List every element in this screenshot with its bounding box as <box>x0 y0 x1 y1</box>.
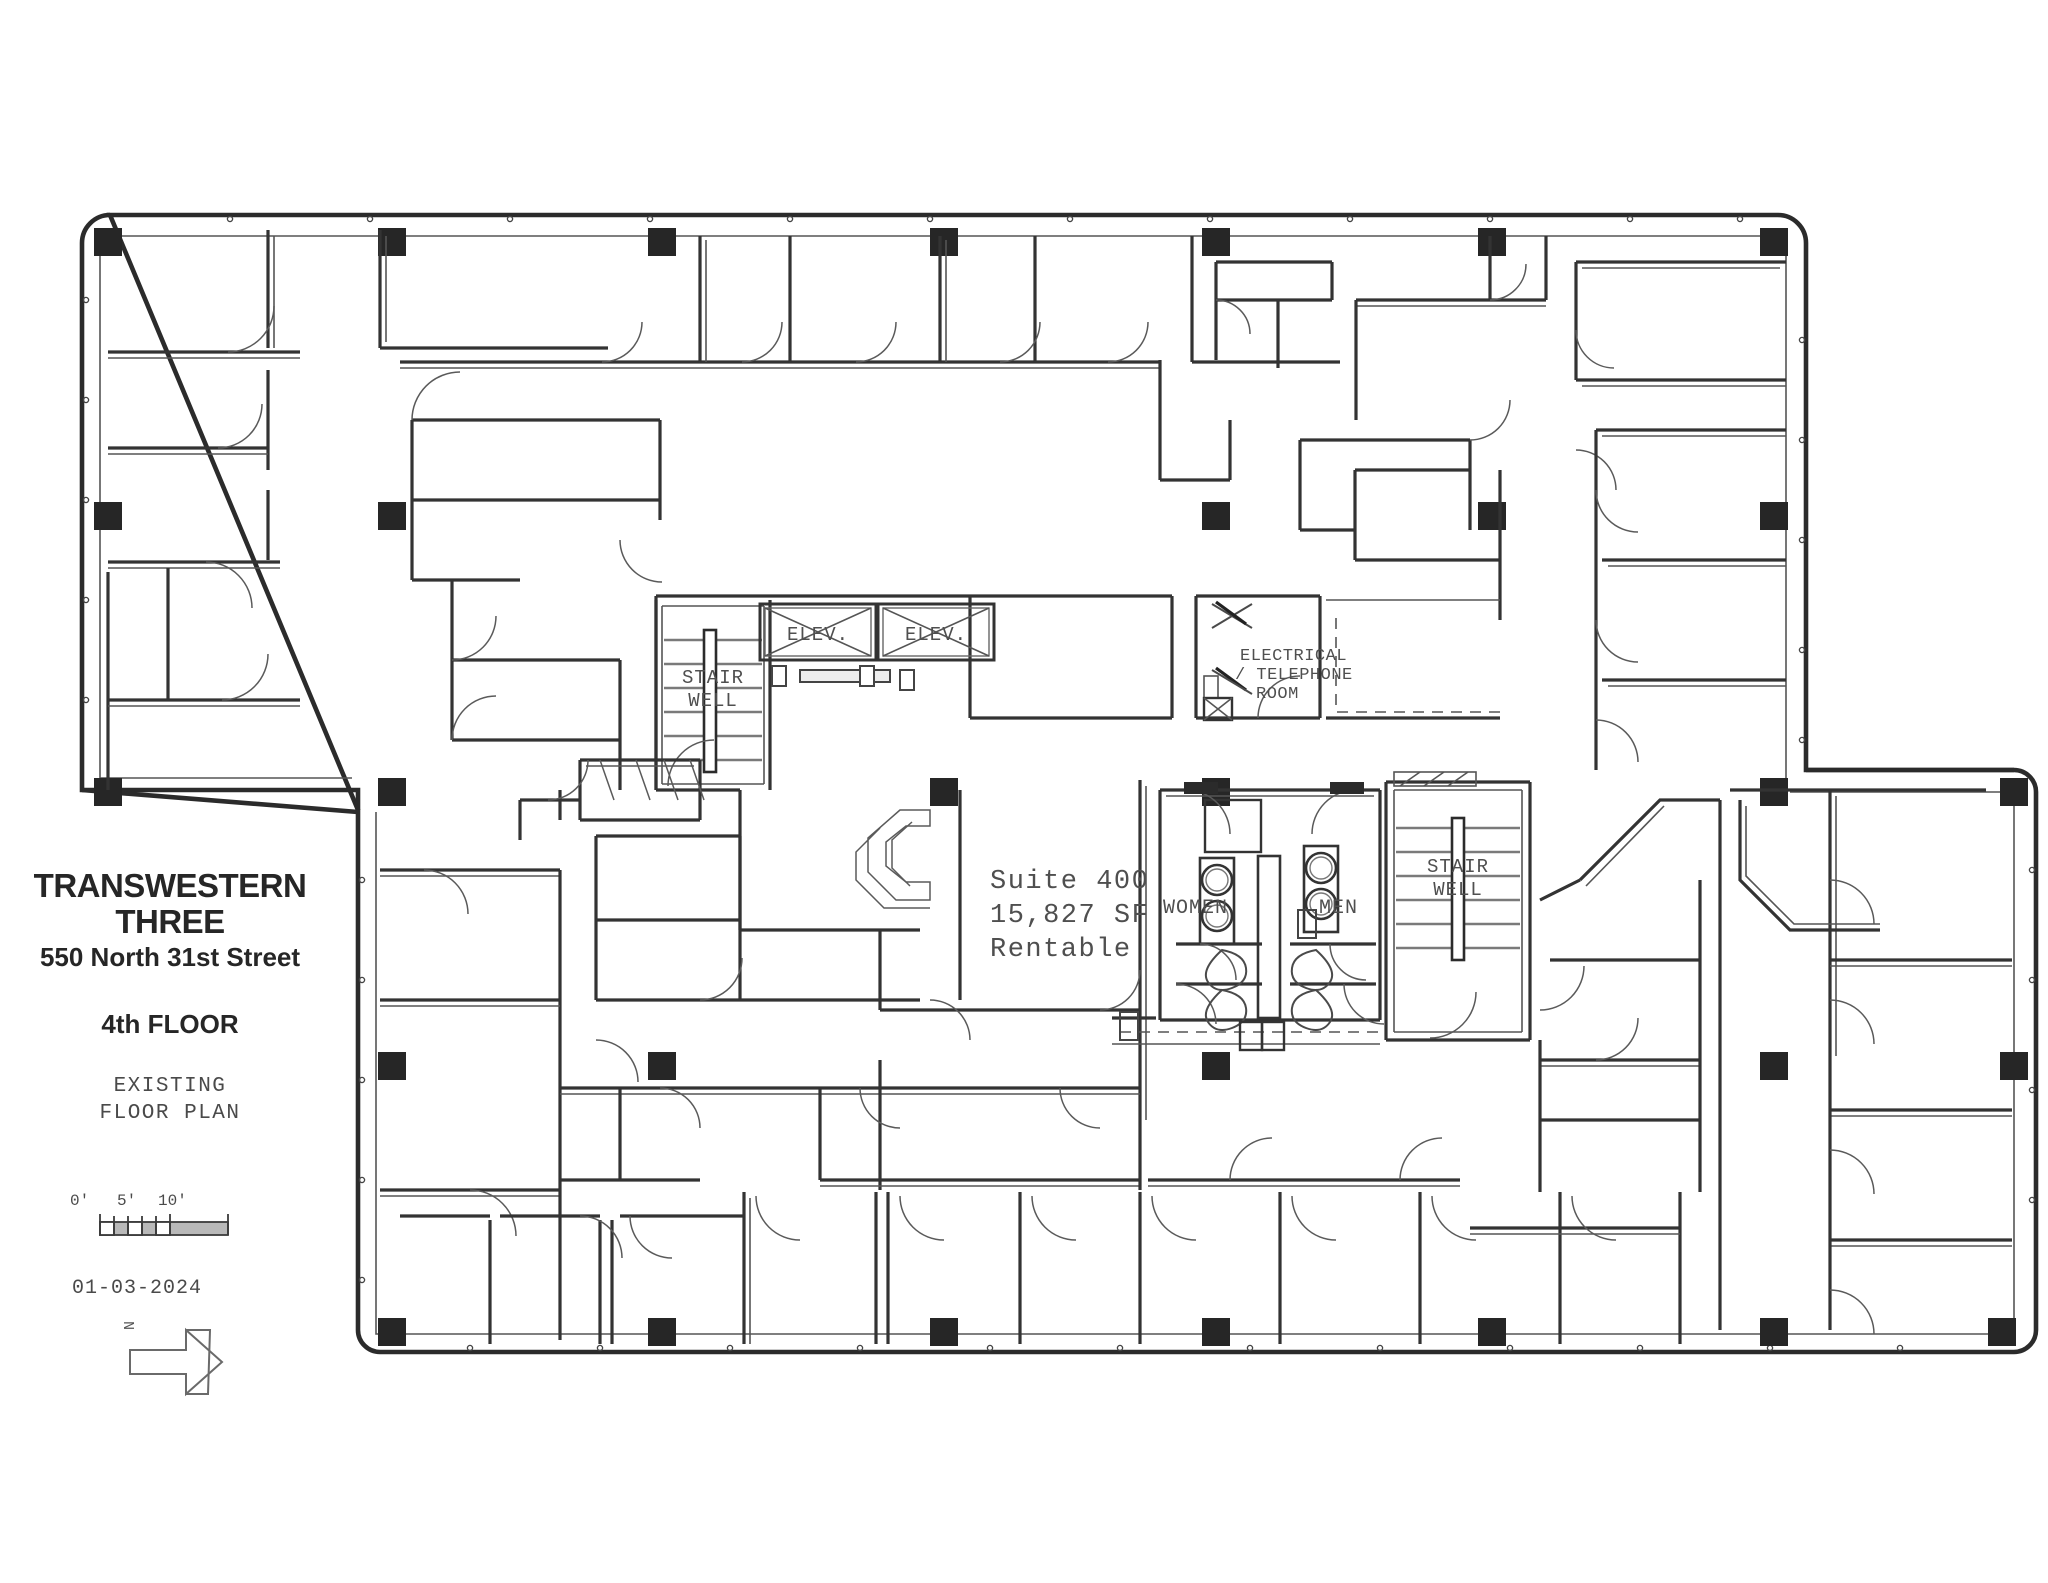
offices-north-band <box>400 236 1340 369</box>
label-electrical-line2: / TELEPHONE <box>1235 666 1353 685</box>
restroom-core <box>1158 782 1385 1031</box>
main-corridor-south <box>560 1060 1460 1190</box>
offices-south-band <box>400 1192 1682 1344</box>
building-address: 550 North 31st Street <box>39 942 301 972</box>
structural-columns <box>94 228 2028 1346</box>
drawing-date: 01-03-2024 <box>72 1277 203 1300</box>
partitions-southwest <box>380 758 920 1340</box>
label-suite-area: 15,827 SF <box>990 901 1149 931</box>
partitions-northwest <box>106 230 300 790</box>
partitions-east-main <box>1594 428 1786 770</box>
scale-bar: 0' 5' 10' <box>70 1192 200 1212</box>
label-restroom-women: WOMEN <box>1163 897 1228 920</box>
suite-400-area <box>738 780 1147 1120</box>
label-stair-well-left-line1: STAIR <box>682 667 744 689</box>
north-arrow-label: N <box>122 1320 139 1330</box>
exterior-wall-outline <box>79 212 2039 1355</box>
scale-bar-graphic <box>99 1214 229 1236</box>
label-electrical-line1: ELECTRICAL <box>1240 647 1347 666</box>
label-stair-well-left-line2: WELL <box>688 690 738 712</box>
corridor-centerline <box>1112 1011 1380 1052</box>
label-suite-area-type: Rentable <box>990 935 1132 965</box>
scale-label-end: 10' <box>158 1192 187 1210</box>
drawing-type-line2: FLOOR PLAN <box>99 1102 241 1125</box>
company-name: TRANSWESTERN <box>33 867 307 904</box>
label-elevator-1: ELEV. <box>787 624 849 646</box>
partitions-southeast <box>1538 788 2012 1335</box>
label-elevator-2: ELEV. <box>905 624 967 646</box>
north-arrow-icon <box>129 1327 224 1397</box>
electrical-telephone-room <box>1194 594 1500 722</box>
floor-label: 4th FLOOR <box>101 1009 239 1039</box>
label-stair-well-right-line2: WELL <box>1433 879 1483 901</box>
stair-well-right <box>1384 771 1532 1042</box>
plan-labels: STAIR WELL ELEV. ELEV. ELECTRICAL / TELE… <box>682 624 1489 965</box>
partitions-northeast <box>1158 236 1786 620</box>
stair-treads-left <box>664 628 762 787</box>
drawing-type-line1: EXISTING <box>113 1075 227 1098</box>
label-suite-name: Suite 400 <box>990 867 1149 897</box>
title-block: TRANSWESTERN THREE 550 North 31st Street… <box>0 868 340 1127</box>
scale-label-mid: 5' <box>117 1192 137 1210</box>
scale-label-start: 0' <box>70 1192 90 1210</box>
label-stair-well-right-line1: STAIR <box>1427 856 1489 878</box>
elevator-shafts <box>758 602 996 691</box>
label-electrical-line3: ROOM <box>1256 685 1299 704</box>
label-restroom-men: MEN <box>1319 897 1358 920</box>
scale-bar-labels: 0' 5' 10' <box>70 1192 200 1212</box>
partitions-north-central-left <box>378 230 663 790</box>
building-name: THREE <box>115 903 225 940</box>
elevator-lobby-core <box>654 594 1174 792</box>
